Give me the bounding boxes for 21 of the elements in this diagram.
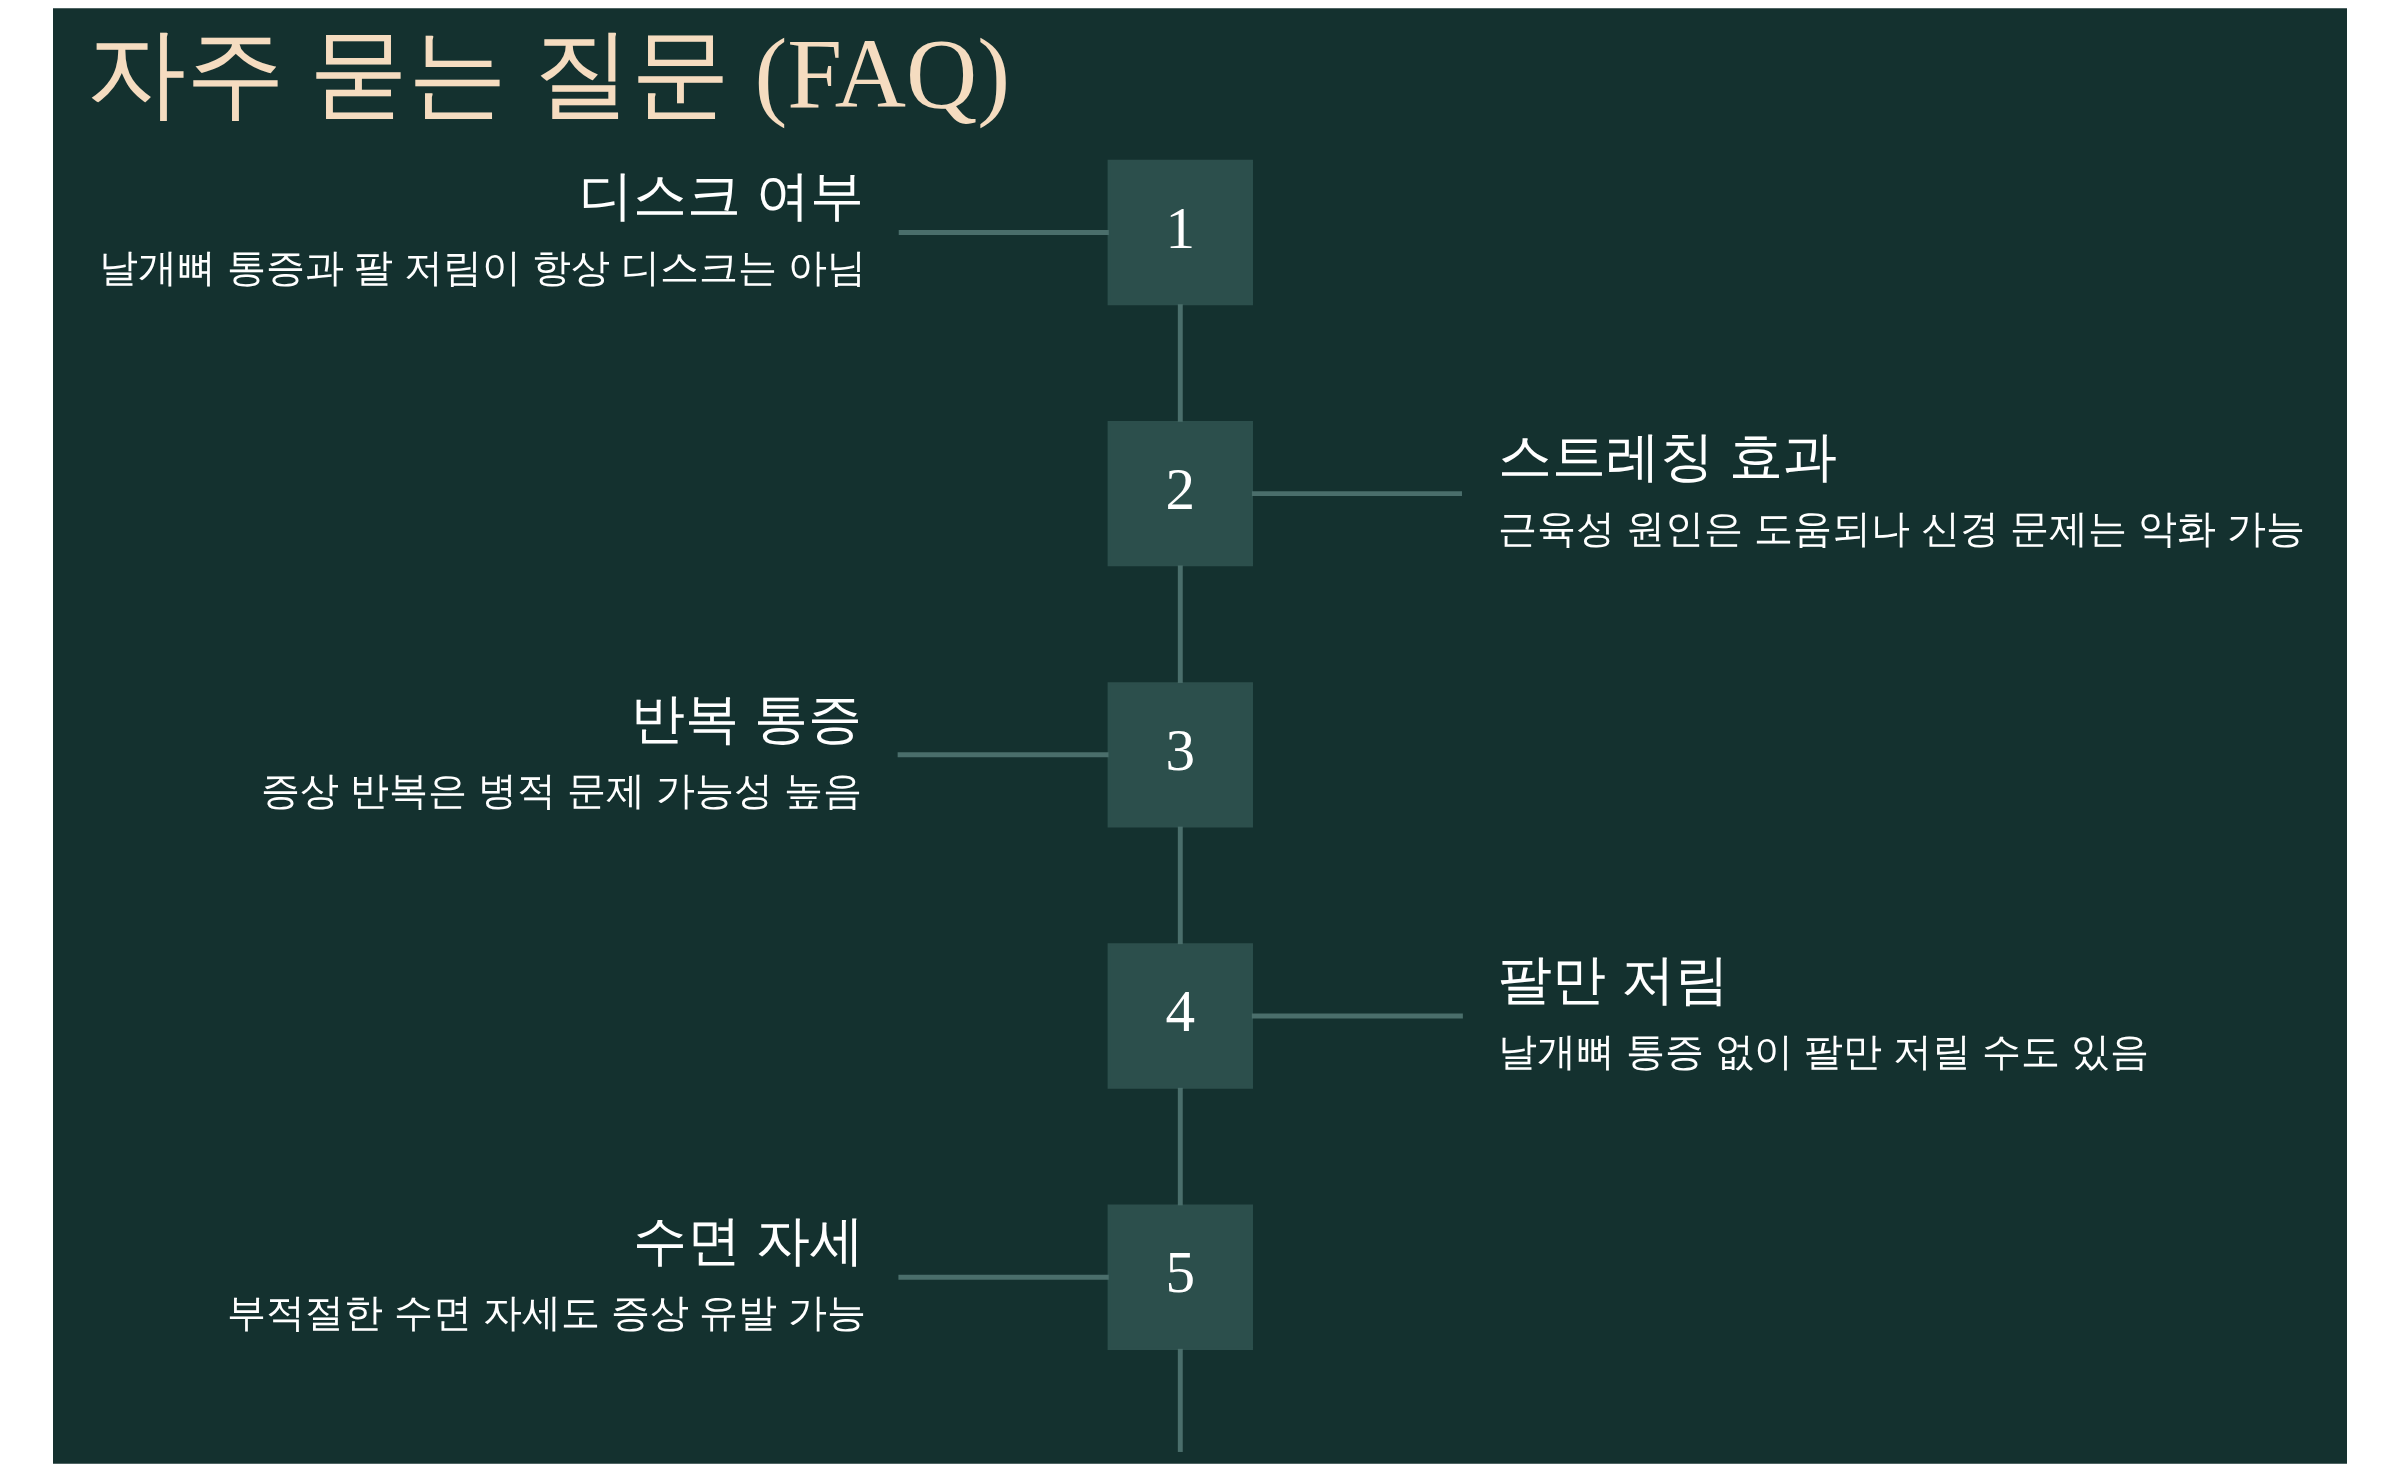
diagram-title: 자주 묻는 질문 (FAQ) [86,18,1010,128]
node-text: 스트레칭 효과 근육성 원인은 도움되나 신경 문제는 악화 가능 [1498,426,2305,551]
node-text: 반복 통증 증상 반복은 병적 문제 가능성 높음 [261,687,862,812]
connector [1251,1013,1463,1019]
node-box: 4 [1107,943,1253,1089]
node-text: 디스크 여부 날개뼈 통증과 팔 저림이 항상 디스크는 아님 [98,165,867,290]
node-box: 1 [1107,159,1253,306]
connector [898,1274,1109,1280]
node-text: 팔만 저림 날개뼈 통증 없이 팔만 저릴 수도 있음 [1498,948,2149,1073]
node-box: 2 [1107,420,1253,567]
connector [1177,826,1183,945]
connector [1177,565,1183,683]
connector [1177,1087,1183,1206]
connector [898,230,1109,235]
node-text: 수면 자세 부적절한 수면 자세도 증상 유발 가능 [226,1209,867,1334]
connector [1251,491,1462,497]
connector [1177,304,1183,422]
node-box: 5 [1107,1204,1253,1350]
node-box: 3 [1107,682,1253,828]
connector [1177,1348,1183,1452]
connector [897,752,1109,758]
